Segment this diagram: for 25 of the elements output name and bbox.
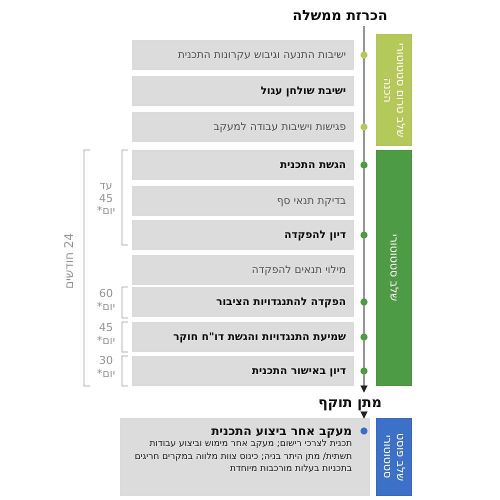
duration-label: 24 חודשים <box>63 232 77 291</box>
duration-label: 30 יום* <box>96 355 116 380</box>
step-title: מעקב אחר ביצוע התכנית <box>210 424 352 438</box>
step-bar: שמיעת התנגדויות והגשת דו"ח חוקר <box>132 322 354 352</box>
step-panel <box>120 418 370 496</box>
duration-label: 45 יום* <box>96 322 116 348</box>
phase-band: שלב פוסט סטטוטורי <box>376 418 412 496</box>
milestone-heading: הכרזת ממשלה <box>250 4 430 28</box>
step-bar: פגישות וישיבות עבודה למעקב <box>132 112 354 142</box>
phase-band: שלב טרום סטטוטורי הכנה <box>376 34 412 146</box>
milestone-heading: מתן תוקף <box>270 392 430 414</box>
step-bar: דיון להפקדה <box>132 220 354 250</box>
duration-label: עד 45 יום* <box>96 180 116 218</box>
timeline-arrow <box>360 26 368 393</box>
step-bar: מילוי תנאים להפקדה <box>132 255 354 285</box>
phase-band: שלב סטטוטורי <box>376 150 412 386</box>
timeline-arrow <box>360 412 368 419</box>
step-bar: ישיבת שולחן עגול <box>132 76 354 106</box>
step-bar: ישיבות התנעה וגיבוש עקרונות התכנית <box>132 40 354 70</box>
step-bar: דיון באישור התכנית <box>132 356 354 386</box>
step-description: תכנית לצרכי רישום; מעקב אחר מימוש וביצוע עבודות תשתית/ מתן היתר בניה; כינוס צוות מלווה במקרים חריגים בתכניות בעלות מורכבות מיוחדת <box>134 438 352 476</box>
step-bar: הפקדה להתנגדויות הציבור <box>132 287 354 317</box>
step-bar: הגשת התכנית <box>132 150 354 180</box>
step-bar: בדיקת תנאי סף <box>132 186 354 216</box>
duration-label: 60 יום* <box>96 288 116 314</box>
